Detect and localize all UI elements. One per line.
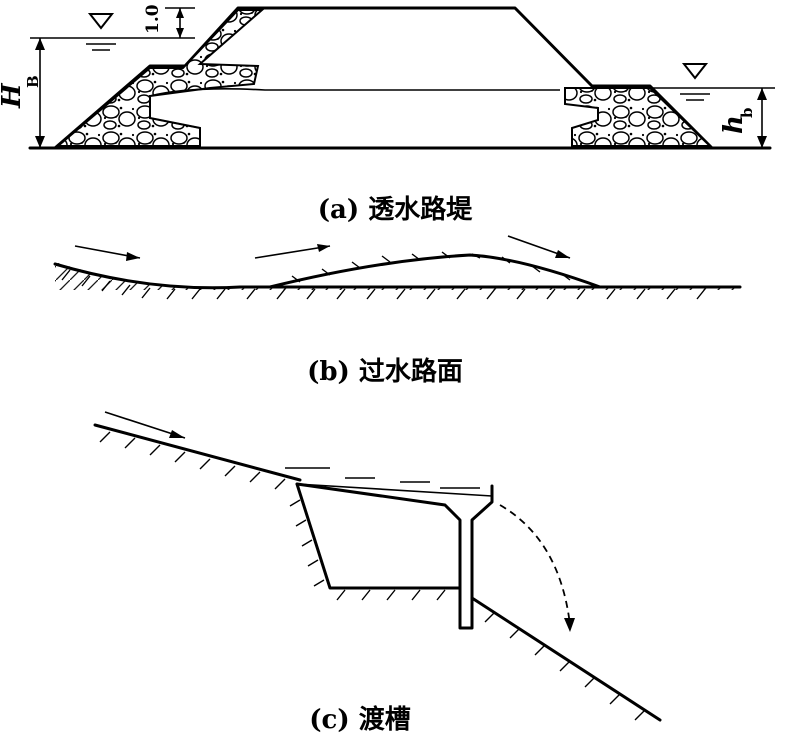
caption-b: (b) 过水路面 xyxy=(307,356,463,387)
road-hump xyxy=(268,253,602,289)
water-surface-c xyxy=(296,483,493,497)
seepage-line xyxy=(149,88,560,97)
upper-slope-line xyxy=(93,423,302,482)
hb-downstream-label-sub: b xyxy=(738,108,756,119)
caption-a: (a) 透水路堤 xyxy=(318,194,474,225)
upper-slope-hatch xyxy=(99,431,286,490)
water-level-symbol-downstream xyxy=(681,63,709,80)
lower-slope-hatch xyxy=(484,611,646,721)
flow-arrows-b xyxy=(74,235,571,261)
pit-outline xyxy=(295,482,462,590)
panel-a-permeable-embankment: H B h b 1.0 (a) 透水路堤 xyxy=(0,4,775,225)
seepage-line-lower xyxy=(149,117,201,129)
pit-hatch xyxy=(289,499,446,601)
water-marks-c xyxy=(285,467,480,489)
downstream-rockfill xyxy=(564,87,713,147)
caption-c: (c) 渡槽 xyxy=(309,704,411,735)
aqueduct-trough xyxy=(295,482,494,630)
water-level-symbol-upstream xyxy=(87,13,115,30)
ground-hatch-ticks-b xyxy=(61,251,706,300)
hb-label-sub: B xyxy=(24,75,42,88)
panel-c-aqueduct: (c) 渡槽 xyxy=(93,411,662,735)
lower-slope-line xyxy=(470,596,662,722)
hb-label: H xyxy=(0,82,27,109)
panel-b-overflow-road: (b) 过水路面 xyxy=(50,235,750,387)
hb-downstream-label: h xyxy=(719,115,749,134)
freeboard-label: 1.0 xyxy=(143,4,163,34)
outflow-jet xyxy=(499,504,571,626)
